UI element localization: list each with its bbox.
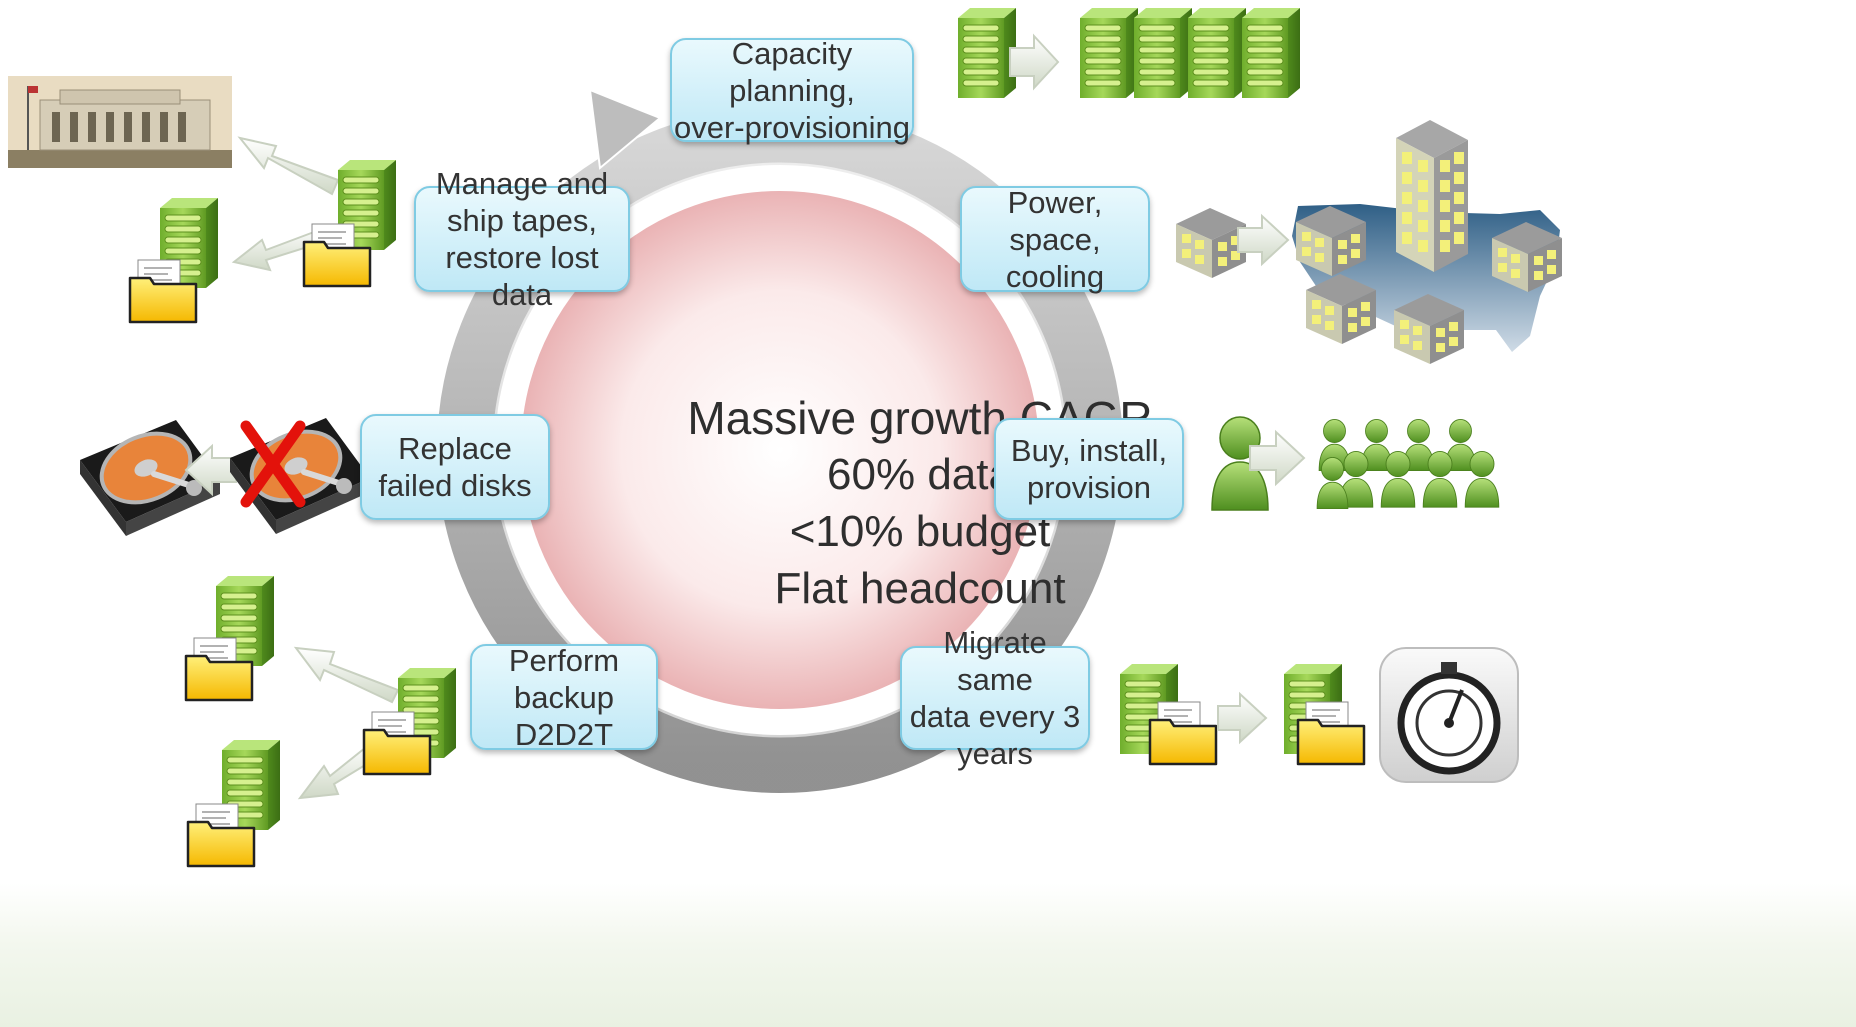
arrow-icon [1249,429,1306,487]
stopwatch-icon [1379,647,1519,783]
arrow-icon [1217,691,1268,745]
step-replace-label: Replace failed disks [378,431,532,503]
step-buy-label: Buy, install, provision [1010,433,1168,505]
step-backup-label: Perform backup D2D2T [508,642,620,752]
step-replace-disks: Replace failed disks [360,414,550,520]
step-capacity-planning: Capacity planning, over-provisioning [670,36,914,145]
step-capacity-label: Capacity planning, over-provisioning [673,35,911,145]
center-line-data: 60% data [827,450,1013,499]
folder-icon [1148,700,1218,766]
skyscraper-icon [1396,120,1468,272]
folder-icon [1296,700,1366,766]
office-building-icon [1176,208,1246,278]
step-manage-tapes: Manage and ship tapes, restore lost data [414,166,630,312]
arrow-icon [293,646,400,704]
failed-disk-x-icon [240,420,306,508]
people-group-icon [1316,419,1500,510]
step-tapes-label: Manage and ship tapes, restore lost data [435,166,609,312]
step-power-label: Power, space, cooling [1005,184,1105,294]
server-row-icon [1079,7,1301,99]
step-buy-install: Buy, install, provision [994,418,1184,520]
vault-building-photo [8,76,232,168]
step-migrate-label: Migrate same data every 3 years [909,625,1081,771]
arrow-icon [1009,33,1060,91]
arrow-icon [1237,213,1290,267]
arrow-icon [184,443,237,497]
center-line-headcount: Flat headcount [774,564,1066,613]
server-single-icon [957,7,1017,99]
step-migrate-data: Migrate same data every 3 years [900,625,1090,771]
step-perform-backup: Perform backup D2D2T [470,642,658,752]
step-power-space-cooling: Power, space, cooling [960,184,1150,294]
arrow-icon [237,136,340,196]
cycle-arrowhead-icon [588,88,662,170]
